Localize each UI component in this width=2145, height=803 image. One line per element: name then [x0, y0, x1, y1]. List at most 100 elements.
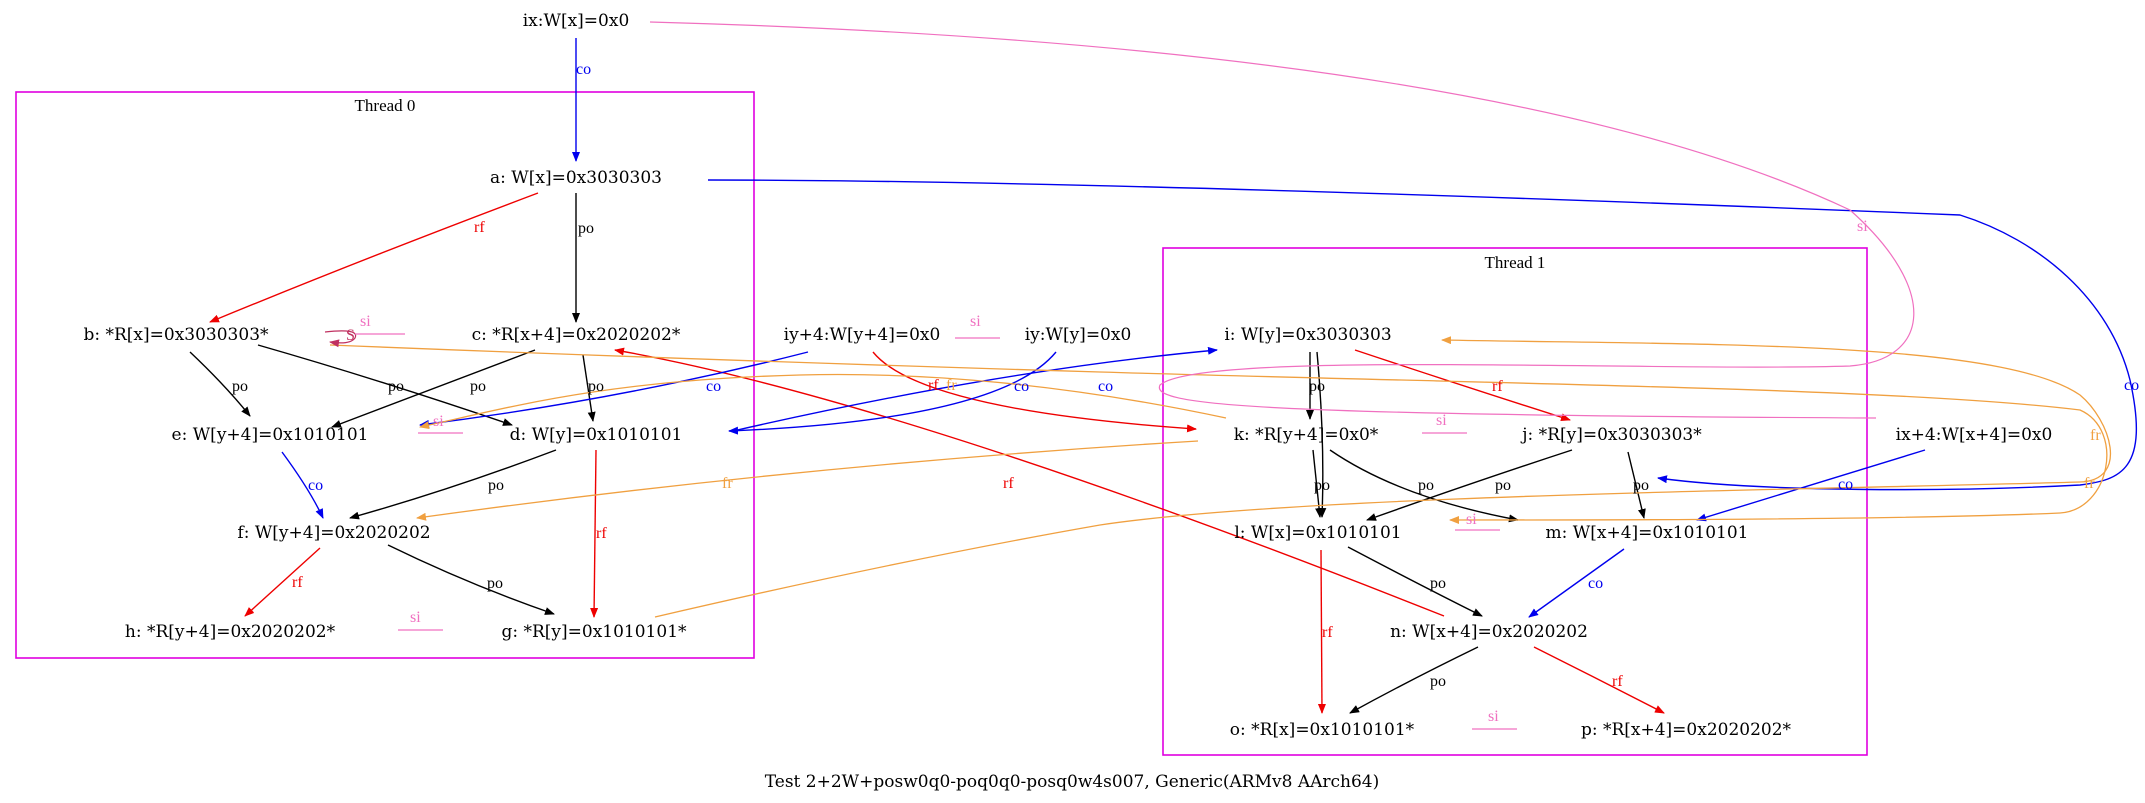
label-po-d-f: po	[488, 477, 504, 494]
label-po-k-m: po	[1418, 477, 1434, 494]
node-iy: iy:W[y]=0x0	[1025, 325, 1132, 345]
label-fr-k-f: fr	[722, 475, 733, 492]
node-c: c: *R[x+4]=0x2020202*	[472, 325, 681, 345]
label-po-l-n: po	[1430, 575, 1446, 592]
label-co-e-f: co	[308, 477, 323, 494]
edge-rf-i-j	[1354, 349, 1571, 422]
label-po-c-d: po	[588, 378, 604, 395]
label-po-j-l: po	[1495, 477, 1511, 494]
label-co-m-n: co	[1588, 575, 1603, 592]
label-rf-l-o: rf	[1322, 624, 1333, 641]
node-j: j: *R[y]=0x3030303*	[1520, 425, 1702, 445]
edge-rf-a-b	[209, 192, 539, 323]
edge-po-l-n	[1347, 546, 1483, 617]
edge-po-i-l	[1316, 351, 1327, 518]
edge-fr-k-f	[416, 440, 1199, 521]
cluster-thread1: Thread 1	[1162, 247, 1868, 756]
label-po-f-g: po	[487, 575, 503, 592]
label-po-j-m: po	[1633, 477, 1649, 494]
si-edges	[649, 21, 1915, 419]
node-iy4: iy+4:W[y+4]=0x0	[784, 325, 941, 345]
label-co-iy-d: co	[1014, 378, 1029, 395]
edge-po-k-m	[1329, 449, 1519, 523]
edge-si-b-self	[324, 330, 357, 348]
node-o: o: *R[x]=0x1010101*	[1230, 720, 1415, 740]
self-loop-b: S si	[324, 313, 371, 348]
node-d: d: W[y]=0x1010101	[510, 425, 683, 445]
edge-fr-b-l	[329, 344, 2108, 524]
edge-fr-k-e	[419, 373, 1227, 430]
label-si-j: si	[1436, 412, 1447, 429]
edge-co-ix4-m	[1696, 449, 1926, 522]
label-co-iy4-e: co	[706, 378, 721, 395]
node-i: i: W[y]=0x3030303	[1224, 325, 1391, 345]
edge-co-m-n	[1528, 548, 1625, 618]
rf-edges	[209, 192, 1665, 714]
label-po-i-k: po	[1309, 378, 1325, 395]
edge-po-j-l	[1366, 449, 1573, 521]
co-edges	[281, 38, 2138, 618]
edge-co-d-i	[732, 346, 1218, 432]
thread1-title: Thread 1	[1485, 253, 1546, 272]
edge-co-iy-d	[728, 351, 1057, 435]
label-po-k-l: po	[1314, 477, 1330, 494]
node-k: k: *R[y+4]=0x0*	[1234, 425, 1379, 445]
edge-po-c-e	[331, 349, 536, 428]
label-si-o: si	[1488, 708, 1499, 725]
po-edges	[189, 193, 1646, 714]
node-b: b: *R[x]=0x3030303*	[83, 325, 269, 345]
node-h: h: *R[y+4]=0x2020202*	[125, 622, 336, 642]
edge-si-ix-ix4	[649, 21, 1915, 419]
label-co-ix4-m: co	[1838, 476, 1853, 493]
label-si-e: si	[433, 413, 444, 430]
si-markers	[355, 333, 1517, 730]
label-si-g: si	[410, 609, 421, 626]
edge-labels: po po po po po po po po po po po po po p…	[232, 61, 2139, 725]
edge-po-f-g	[387, 544, 555, 615]
node-p: p: *R[x+4]=0x2020202*	[1581, 720, 1792, 740]
graph-caption: Test 2+2W+posw0q0-poq0q0-posq0w4s007, Ge…	[765, 772, 1380, 792]
thread0-title: Thread 0	[355, 96, 416, 115]
node-g: g: *R[y]=0x1010101*	[501, 622, 687, 642]
label-po-b-d: po	[388, 378, 404, 395]
label-co-ix-a: co	[576, 61, 591, 78]
node-ix4: ix+4:W[x+4]=0x0	[1896, 425, 2053, 445]
fr-edges	[329, 336, 2112, 618]
label-rf-d-g: rf	[596, 525, 607, 542]
edge-co-a-m	[707, 179, 2138, 491]
label-po-b-f: po	[232, 378, 248, 395]
node-a: a: W[x]=0x3030303	[490, 168, 662, 188]
edge-co-iy4-e	[419, 351, 809, 428]
node-f: f: W[y+4]=0x2020202	[237, 523, 430, 543]
cluster-thread0: Thread 0	[15, 91, 755, 659]
label-po-c-e: po	[470, 378, 486, 395]
node-m: m: W[x+4]=0x1010101	[1546, 523, 1749, 543]
node-e: e: W[y+4]=0x1010101	[172, 425, 369, 445]
label-self-si: si	[360, 313, 371, 330]
label-co-d-i: co	[1098, 378, 1113, 395]
label-fr-right-1: fr	[2090, 427, 2101, 444]
nodes: ix:W[x]=0x0 a: W[x]=0x3030303 b: *R[x]=0…	[83, 11, 2052, 740]
edge-rf-iy4-k	[872, 351, 1197, 433]
label-rf-a-b: rf	[474, 219, 485, 236]
label-co-a-m: co	[2124, 377, 2139, 394]
label-si-ix: si	[1857, 218, 1868, 235]
node-ix: ix:W[x]=0x0	[523, 11, 630, 31]
label-self-S: S	[346, 327, 355, 344]
label-rf-n-c: rf	[1003, 475, 1014, 492]
edge-po-n-o	[1349, 646, 1479, 714]
label-fr-right-2: fr	[2084, 475, 2095, 492]
label-rf-i-j: rf	[1492, 378, 1503, 395]
label-po-a-c: po	[578, 220, 594, 237]
edge-rf-l-o	[1317, 549, 1326, 714]
label-rf-n-p: rf	[1612, 673, 1623, 690]
edge-rf-n-p	[1533, 646, 1665, 714]
label-si-l: si	[1466, 511, 1477, 528]
node-l: l: W[x]=0x1010101	[1234, 523, 1401, 543]
label-fr-iy4: fr	[946, 377, 957, 394]
edge-rf-d-g	[590, 449, 599, 618]
edge-po-b-f	[189, 351, 251, 417]
node-n: n: W[x+4]=0x2020202	[1390, 622, 1588, 642]
label-rf-iy4-k: rf	[928, 377, 939, 394]
